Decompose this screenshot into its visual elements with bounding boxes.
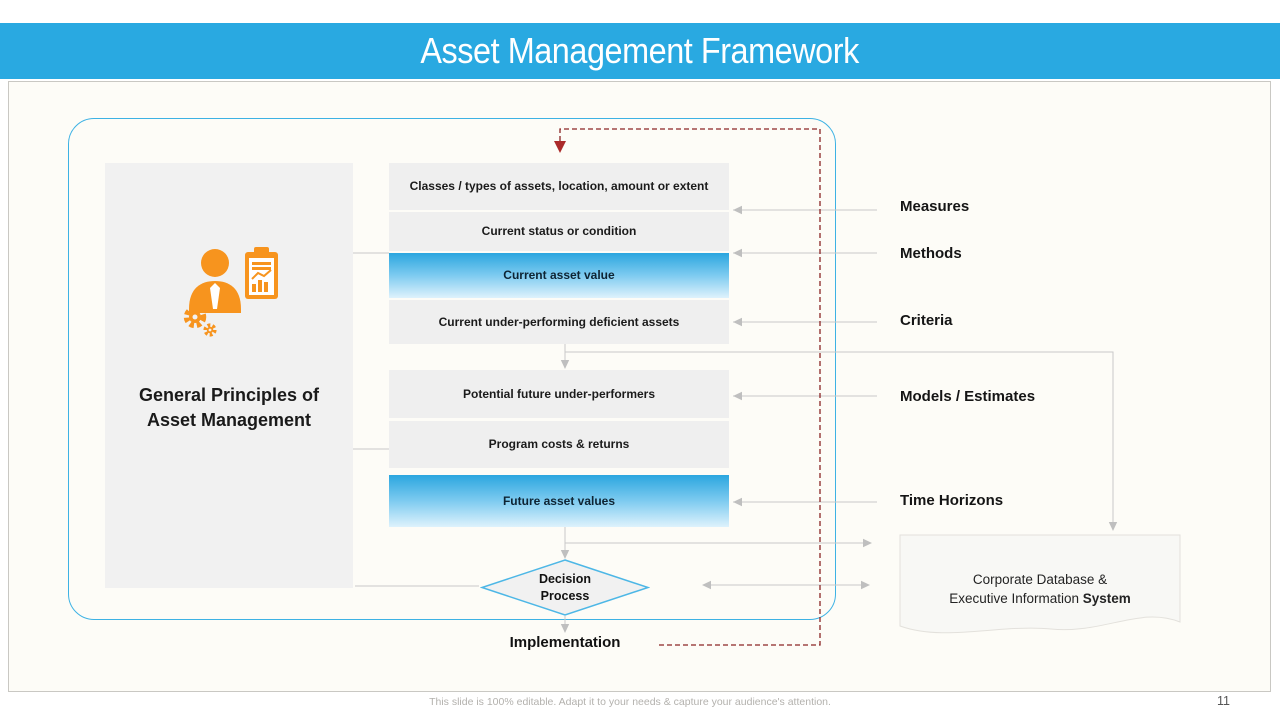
general-principles-panel: General Principles of Asset Management: [105, 163, 353, 588]
process-box-future-asset-values: Future asset values: [389, 475, 729, 527]
page-number: 11: [1217, 694, 1230, 708]
general-principles-line1: General Principles of: [138, 385, 320, 405]
side-label-methods: Methods: [900, 245, 962, 262]
side-label-criteria: Criteria: [900, 312, 953, 329]
process-box-label: Potential future under-performers: [462, 386, 656, 401]
general-principles-label: General Principles of Asset Management: [105, 383, 353, 433]
process-box-label: Current asset value: [503, 268, 615, 282]
process-box-current-status: Current status or condition: [389, 212, 729, 251]
slide-title: Asset Management Framework: [420, 30, 860, 71]
process-box-potential-future: Potential future under-performers: [389, 370, 729, 418]
process-box-label: Classes / types of assets, location, amo…: [409, 179, 709, 193]
process-box-classes-types: Classes / types of assets, location, amo…: [389, 163, 729, 210]
process-box-program-costs: Program costs & returns: [389, 421, 729, 468]
side-label-models-estimates: Models / Estimates: [900, 388, 1036, 405]
process-box-label: Future asset values: [502, 493, 616, 508]
slide-title-bar: Asset Management Framework: [0, 23, 1280, 79]
decision-process-label: Decision Process: [538, 571, 592, 603]
corporate-database-shape: Corporate Database & Executive Informati…: [899, 534, 1181, 642]
side-label-measures: Measures: [900, 198, 970, 215]
side-label-time-horizons: Time Horizons: [900, 492, 1004, 509]
implementation-label: Implementation: [509, 634, 621, 651]
process-box-label: Current under-performing deficient asset…: [438, 314, 680, 329]
footer-note: This slide is 100% editable. Adapt it to…: [429, 696, 831, 708]
process-box-label: Program costs & returns: [488, 437, 630, 451]
general-principles-line2: Asset Management: [146, 410, 312, 430]
decision-process-diamond: Decision Process: [479, 559, 651, 616]
manager-clipboard-gears-icon: [173, 241, 285, 342]
corporate-database-label: Corporate Database & Executive Informati…: [949, 572, 1131, 606]
process-box-label: Current status or condition: [481, 224, 637, 238]
process-box-current-asset-value: Current asset value: [389, 253, 729, 298]
process-box-current-underperforming: Current under-performing deficient asset…: [389, 300, 729, 344]
